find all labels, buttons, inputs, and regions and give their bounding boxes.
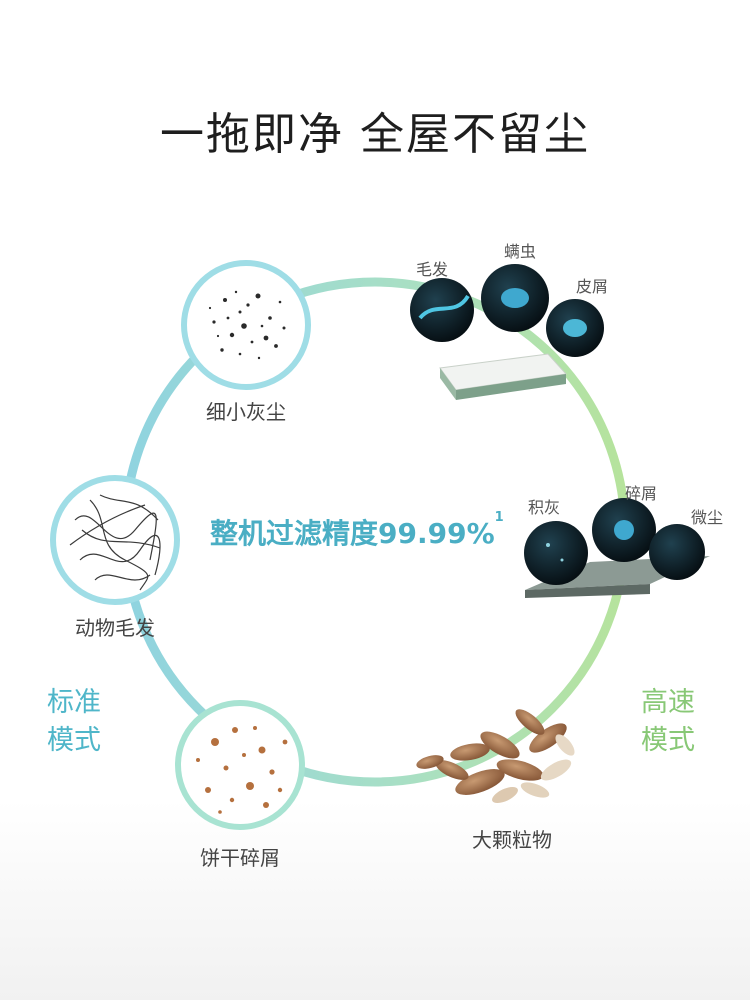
floor-image [524, 498, 710, 598]
large-particles-image [416, 709, 575, 804]
fine-dust-label: 细小灰尘 [206, 400, 286, 424]
hair-label: 毛发 [415, 260, 449, 279]
large-particles-label: 大颗粒物 [472, 828, 552, 852]
fine-dust-image [181, 260, 311, 390]
biscuit-crumbs-image [175, 700, 305, 830]
filtration-footnote: 1 [494, 510, 504, 525]
mattress-image [410, 264, 604, 400]
headline: 一拖即净 全屋不留尘 [160, 109, 590, 160]
accumulated-dust-label: 积灰 [527, 498, 561, 517]
mites-label: 螨虫 [503, 242, 537, 261]
standard-mode-label: 标准 模式 [47, 687, 101, 756]
dander-label: 皮屑 [575, 277, 609, 296]
accumulated-dust-orb [524, 521, 588, 585]
micro-dust-label: 微尘 [690, 508, 724, 527]
pet-hair-image [50, 475, 180, 605]
micro-dust-orb [649, 524, 705, 580]
pet-hair-label: 动物毛发 [75, 616, 155, 640]
biscuit-crumbs-label: 饼干碎屑 [200, 846, 280, 870]
filtration-claim: 整机过滤精度99.99%1 [210, 510, 504, 550]
high-speed-mode-label: 高速 模式 [641, 687, 695, 756]
crumbs-label: 碎屑 [624, 484, 658, 503]
